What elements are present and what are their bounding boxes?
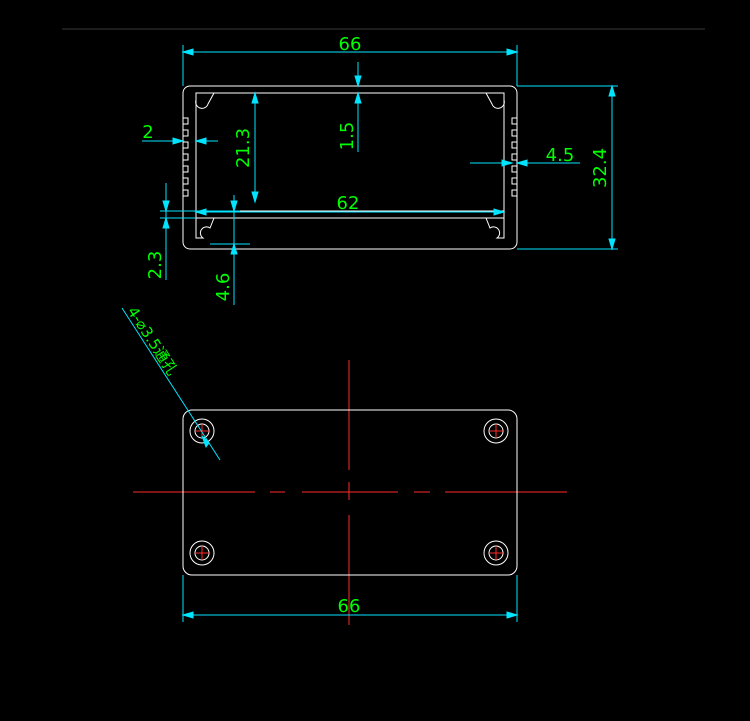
dim-slot-offset: 2.3 [145,251,166,280]
dim-bottom-offset: 4.6 [213,273,234,302]
mounting-hole-bottom-left [189,540,215,566]
plan-width-dimension-line [181,575,519,622]
dim-height: 32.4 [590,148,611,188]
mounting-hole-top-right [483,418,509,444]
dim-wall-side: 2 [142,122,153,143]
left-fins [183,117,189,197]
dim-inner-height: 21.3 [233,128,254,168]
key-slot-top-right [485,92,505,109]
right-fins [511,117,517,197]
dim-plan-width: 66 [338,596,361,617]
dim-fin-depth: 4.5 [546,145,575,166]
plate-outline [182,409,518,576]
key-slot-bottom-right [485,217,505,239]
profile-outer-outline [182,85,518,250]
key-slot-bottom-left [195,217,215,239]
mounting-hole-top-left [189,418,215,444]
hole-leader-line [121,307,221,461]
profile-dimension-lines [142,45,618,305]
center-lines [133,360,567,625]
mounting-hole-bottom-right [483,540,509,566]
dim-overall-width: 66 [339,34,362,55]
dim-wall-top: 1.5 [337,122,358,151]
key-slot-top-left [195,92,215,109]
profile-view [182,85,518,250]
dim-inner-width: 62 [337,193,360,214]
